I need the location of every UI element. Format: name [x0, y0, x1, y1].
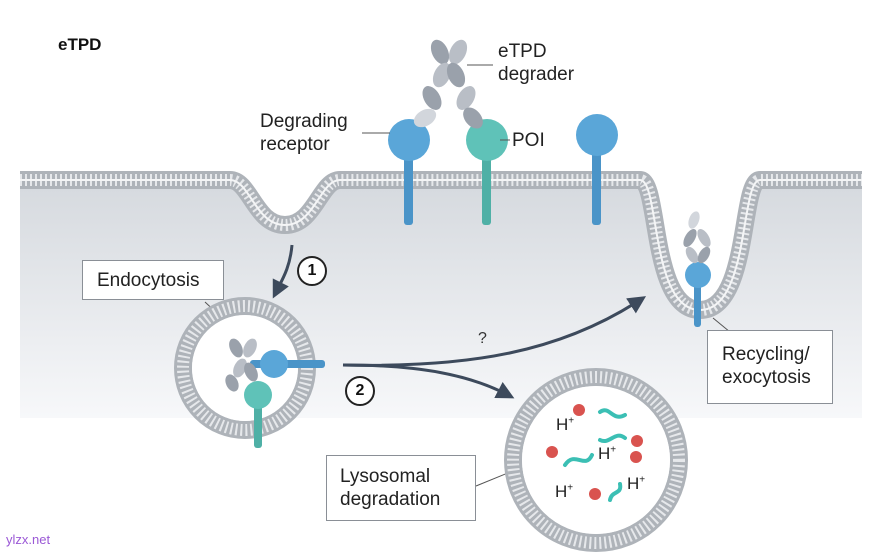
watermark: ylzx.net — [6, 532, 51, 547]
arrow-degradation — [342, 363, 515, 399]
label-poi: POI — [512, 130, 545, 151]
proton-label: H+ — [556, 415, 575, 434]
label-degrading-receptor: Degrading receptor — [260, 111, 348, 155]
label-lysosomal-degradation: Lysosomal degradation — [326, 455, 476, 521]
label-etpd-degrader: eTPD degrader — [498, 41, 575, 85]
plasma-membrane — [20, 171, 862, 320]
step-1-badge: 1 — [297, 256, 327, 286]
proton-label: H+ — [627, 474, 646, 493]
recycling-question-mark: ? — [478, 330, 487, 347]
endosome — [174, 297, 325, 448]
label-recycling-exocytosis: Recycling/ exocytosis — [707, 330, 833, 404]
free-receptor — [576, 114, 618, 225]
proton-label: H+ — [598, 444, 617, 463]
lysosome — [504, 368, 688, 552]
label-endocytosis: Endocytosis — [82, 260, 224, 300]
proton-label: H+ — [555, 482, 574, 501]
etpd-degrader-icon — [413, 39, 483, 129]
poi-protein — [466, 119, 508, 225]
figure-title: eTPD — [58, 35, 102, 54]
step-2-badge: 2 — [345, 376, 375, 406]
recycling-cargo — [683, 211, 711, 327]
degrading-receptor — [388, 119, 430, 225]
process-arrows — [272, 244, 647, 399]
arrow-endocytosis — [272, 244, 294, 299]
